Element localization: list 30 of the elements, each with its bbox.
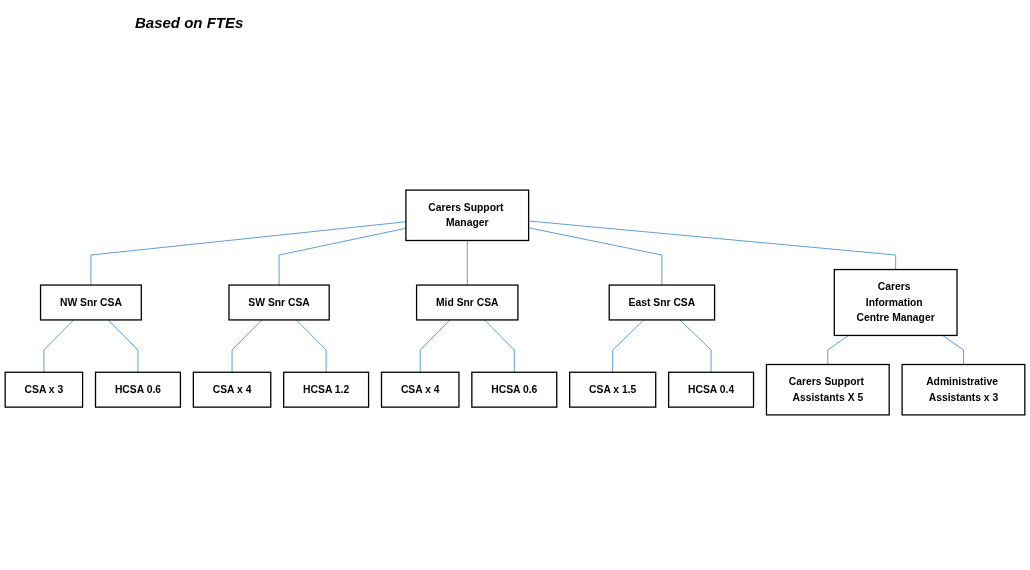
connector [231, 319, 263, 373]
node-box: Carers Support Assistants X 5 [765, 363, 890, 416]
connector [295, 319, 327, 373]
node-box: CSA x 1.5 [569, 371, 657, 408]
connector [484, 319, 515, 373]
node-box: Carers Support Manager [405, 189, 530, 242]
node-box: CSA x 3 [4, 371, 84, 408]
connector [942, 334, 964, 365]
node-box: CSA x 4 [192, 371, 272, 408]
connector [43, 319, 75, 373]
node-box: CSA x 4 [380, 371, 460, 408]
connector [679, 319, 712, 373]
connector [827, 334, 850, 365]
note-text: Based on FTEs [135, 14, 244, 31]
node-box: East Snr CSA [608, 284, 716, 321]
node-box: Carers Information Centre Manager [833, 268, 958, 337]
connector [107, 319, 139, 373]
node-box: HCSA 0.6 [94, 371, 182, 408]
node-box: HCSA 1.2 [283, 371, 370, 408]
node-box: Administrative Assistants x 3 [901, 363, 1026, 416]
node-box: SW Snr CSA [228, 284, 330, 321]
connector [419, 319, 451, 373]
connector [528, 227, 663, 286]
node-box: NW Snr CSA [39, 284, 142, 321]
node-box: Mid Snr CSA [415, 284, 519, 321]
connector [612, 319, 645, 373]
node-box: HCSA 0.6 [471, 371, 558, 408]
node-box: HCSA 0.4 [668, 371, 755, 408]
connector [528, 220, 897, 271]
connector [466, 240, 468, 286]
